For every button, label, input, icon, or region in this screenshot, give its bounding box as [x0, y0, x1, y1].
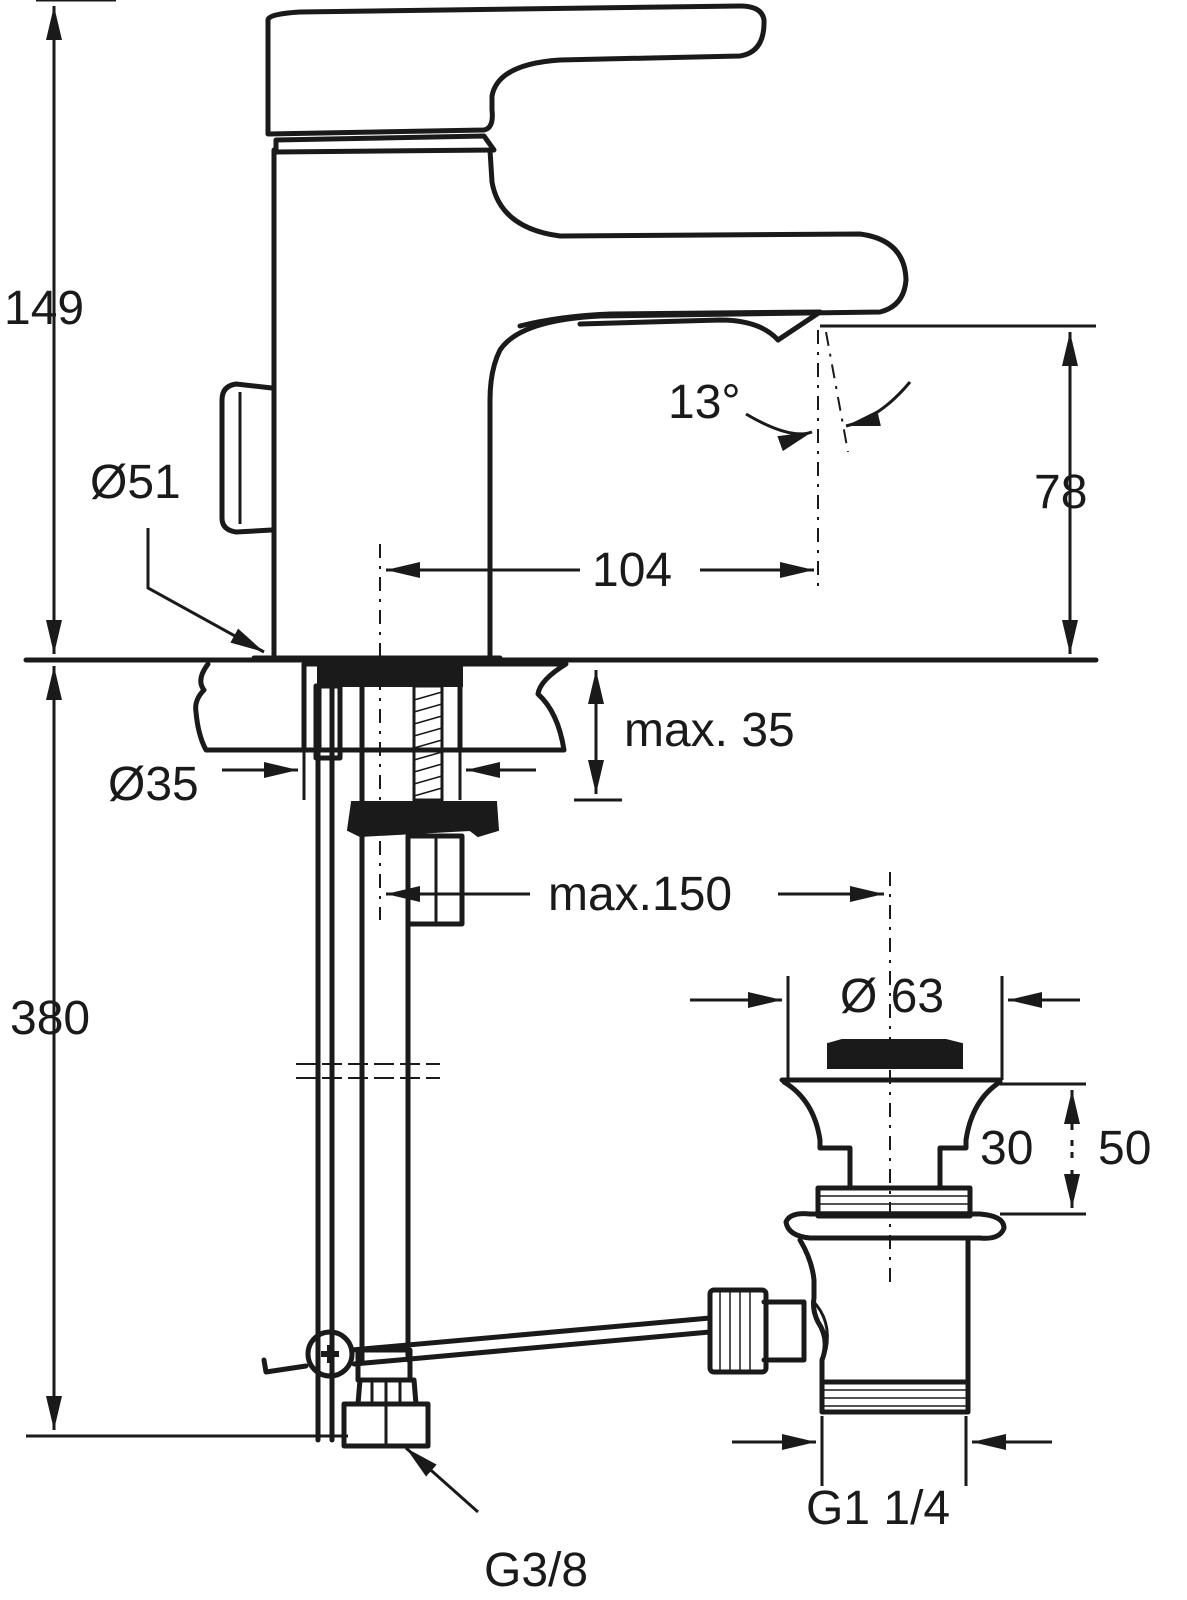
dim-drain-height-max: 50	[1098, 1122, 1151, 1175]
dim-drain-thread: G1 1/4	[806, 1482, 950, 1535]
dim-drain-diameter: Ø 63	[840, 970, 944, 1023]
threaded-rod	[412, 684, 444, 802]
dim-drain-height-min: 30	[980, 1122, 1033, 1175]
deck-mounting	[23, 657, 1099, 1443]
dim-supply-thread: G3/8	[484, 1544, 588, 1597]
dim-hole-diameter: Ø35	[108, 758, 199, 811]
drain-plug	[827, 1039, 963, 1069]
dim-hose-length: 380	[10, 992, 90, 1045]
spout	[487, 147, 909, 663]
drain-waste	[707, 872, 1007, 1415]
pivot-screw	[305, 1329, 355, 1379]
dim-spout-height: 78	[1034, 466, 1087, 519]
dim-overall-height: 149	[4, 282, 84, 335]
lever-handle	[265, 3, 767, 137]
dim-spout-reach: 104	[592, 544, 672, 597]
dim-max-deck: max. 35	[624, 704, 795, 757]
dim-spout-angle: 13°	[668, 376, 741, 429]
faucet-body	[219, 3, 909, 663]
rear-knob	[219, 381, 275, 535]
dim-max-distance: max.150	[548, 868, 732, 921]
dim-base-diameter: Ø51	[90, 456, 181, 509]
dimension-lines	[26, 0, 1096, 1514]
supply-fitting	[261, 1315, 713, 1449]
collar	[273, 133, 497, 155]
